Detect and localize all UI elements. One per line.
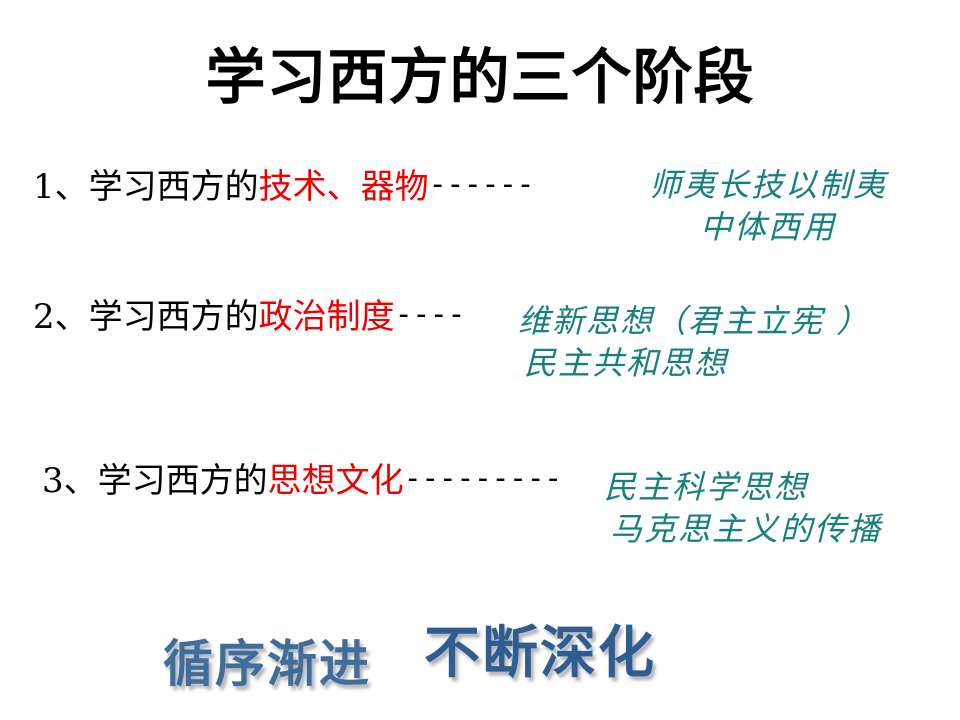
item-2-number: 2、 [33, 297, 89, 337]
annotation-2: 维新思想（君主立宪 ） 民主共和思想 [518, 300, 958, 384]
item-1-highlight: 技术、器物 [258, 167, 429, 207]
item-1-dashes: ------ [428, 167, 535, 202]
item-3-number: 3、 [42, 461, 98, 501]
item-1-lead-text: 学习西方的 [88, 167, 259, 207]
annotation-2-line-1: 维新思想（君主立宪 ） [518, 302, 871, 340]
item-2-highlight: 政治制度 [258, 297, 395, 337]
annotation-2-line-2: 民主共和思想 [524, 344, 729, 383]
item-2-lead-text: 学习西方的 [88, 297, 259, 337]
item-1-number: 1、 [33, 167, 89, 207]
wordart-right: 不断深化 [424, 620, 656, 686]
page-title: 学习西方的三个阶段 [205, 43, 755, 113]
list-item-2: 2、学习西方的政治制度---- [33, 297, 466, 337]
annotation-3-line-1: 民主科学思想 [604, 468, 809, 506]
annotation-1-line-2: 中体西用 [699, 208, 836, 247]
annotation-1: 师夷长技以制夷 中体西用 [608, 164, 928, 248]
item-3-highlight: 思想文化 [267, 461, 404, 501]
item-3-lead-text: 学习西方的 [97, 461, 268, 501]
item-3-dashes: --------- [403, 461, 563, 496]
annotation-3: 民主科学思想 马克思主义的传播 [604, 466, 960, 550]
annotation-1-line-1: 师夷长技以制夷 [648, 166, 887, 204]
list-item-1: 1、学习西方的技术、器物------ [33, 167, 535, 207]
wordart-left: 循序渐进 [163, 634, 371, 693]
item-2-dashes: ---- [394, 297, 466, 332]
annotation-3-line-2: 马克思主义的传播 [610, 510, 883, 549]
list-item-3: 3、学习西方的思想文化--------- [42, 461, 563, 501]
